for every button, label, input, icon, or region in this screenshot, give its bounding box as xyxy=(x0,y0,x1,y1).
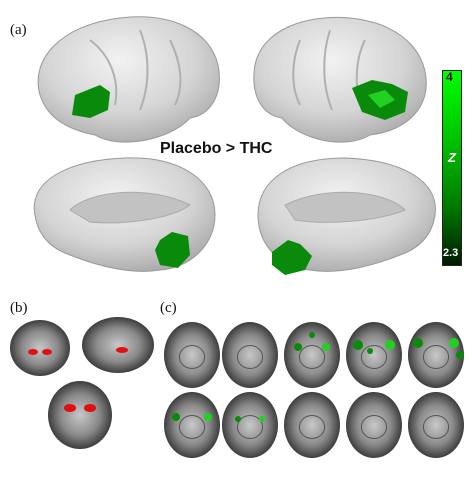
seed-left-axial xyxy=(64,404,76,412)
coronal-slice xyxy=(10,320,70,376)
ventricle-outline xyxy=(298,344,326,370)
seed-right-axial xyxy=(84,404,96,412)
activation-cluster-left-lateral xyxy=(72,85,110,118)
colorbar-max-label: 4 xyxy=(446,70,453,84)
axial-slice-2 xyxy=(222,322,278,388)
ventricle-outline xyxy=(178,414,206,440)
axial-slice-7 xyxy=(222,392,278,458)
axial-slice-4 xyxy=(346,322,402,388)
brain-medial-right xyxy=(257,157,436,275)
ventricle-outline xyxy=(360,344,388,370)
axial-slice-5 xyxy=(408,322,464,388)
axial-slice xyxy=(48,381,112,449)
activation-peak-right-lateral xyxy=(368,90,395,108)
panel-label-b: (b) xyxy=(10,300,28,316)
activation-blob xyxy=(385,340,395,350)
activation-blob xyxy=(449,338,459,348)
axial-slice-3 xyxy=(284,322,340,388)
activation-blob xyxy=(294,343,302,351)
ventricle-outline xyxy=(236,344,264,370)
panel-label-a: (a) xyxy=(10,22,27,38)
colorbar-min-label: 2.3 xyxy=(443,247,459,259)
activation-blob xyxy=(353,340,363,350)
ventricle-outline xyxy=(422,414,450,440)
activation-blob xyxy=(172,413,180,421)
activation-blob xyxy=(367,348,373,354)
axial-slice-8 xyxy=(284,392,340,458)
ventricle-outline xyxy=(236,414,264,440)
activation-cluster-right-medial xyxy=(272,240,312,275)
brain-lateral-right xyxy=(253,16,427,143)
panel-b-slices xyxy=(10,317,154,449)
activation-blob xyxy=(322,343,330,351)
ventricle-outline xyxy=(360,414,388,440)
axial-slice-10 xyxy=(408,392,464,458)
panel-label-c: (c) xyxy=(160,300,177,316)
activation-blob xyxy=(204,413,212,421)
sagittal-slice xyxy=(82,317,154,373)
brain-medial-left xyxy=(33,157,216,272)
activation-cluster-left-medial xyxy=(155,232,190,268)
ventricle-outline xyxy=(298,414,326,440)
colorbar-variable-label: Z xyxy=(448,150,456,165)
activation-blob xyxy=(235,416,241,422)
activation-blob xyxy=(309,332,315,338)
contrast-title: Placebo > THC xyxy=(160,140,273,157)
activation-blob xyxy=(413,338,423,348)
panel-c-montage xyxy=(164,322,464,458)
seed-left-coronal xyxy=(28,349,38,355)
axial-slice-1 xyxy=(164,322,220,388)
brain-lateral-left xyxy=(37,16,220,143)
ventricle-outline xyxy=(178,344,206,370)
axial-slice-9 xyxy=(346,392,402,458)
seed-sagittal xyxy=(116,347,128,353)
colorbar xyxy=(442,70,462,266)
activation-blob xyxy=(259,416,265,422)
ventricle-outline xyxy=(422,344,450,370)
seed-right-coronal xyxy=(42,349,52,355)
activation-blob xyxy=(456,351,464,359)
axial-slice-6 xyxy=(164,392,220,458)
